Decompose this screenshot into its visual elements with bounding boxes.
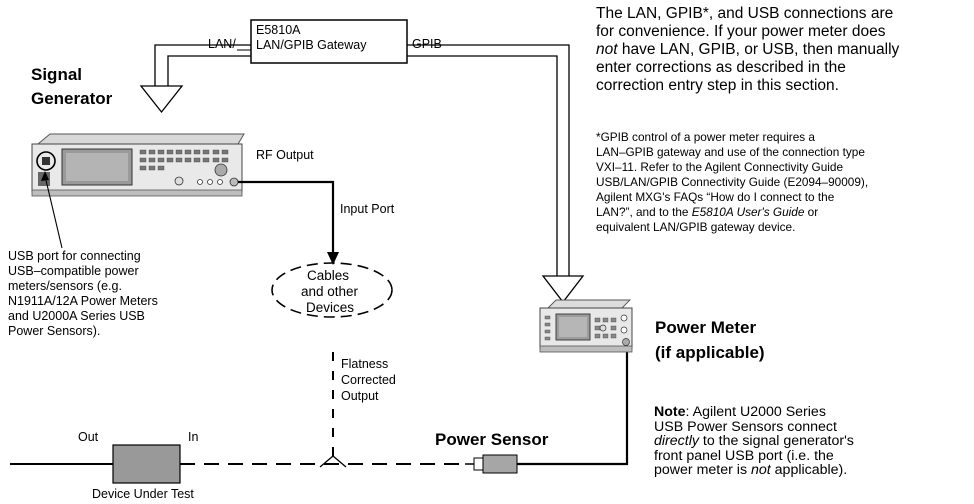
gpib-arrowhead [541, 275, 585, 304]
usb-note-line: and U2000A Series USB [8, 309, 145, 323]
signal-generator-instrument [31, 133, 245, 197]
power-sensor-label: Power Sensor [435, 430, 549, 449]
info-paragraph: The LAN, GPIB*, and USB connections are … [596, 5, 900, 94]
usb-port-highlight [36, 151, 56, 171]
lan-label: LAN/ [208, 37, 236, 51]
dut-box [112, 444, 181, 484]
gateway-name: LAN/GPIB Gateway [256, 38, 367, 52]
usb-callout-arrowhead [41, 171, 49, 181]
dut-out-label: Out [78, 430, 99, 444]
usb-note-line: meters/sensors (e.g. [8, 279, 122, 293]
input-port-label: Input Port [340, 202, 395, 216]
signal-generator-title-1: Signal [31, 65, 83, 84]
cables-label-1: Cables [307, 268, 350, 283]
rf-output-label: RF Output [256, 148, 314, 162]
sensor-cable [517, 347, 629, 466]
flatness-label-3: Output [341, 389, 379, 403]
power-meter-instrument [539, 299, 633, 353]
gpib-footnote: *GPIB control of a power meter requires … [596, 130, 869, 234]
rf-output-line [238, 180, 335, 253]
flatness-label-1: Flatness [341, 357, 389, 371]
rf-output-arrowhead [327, 252, 339, 265]
gpib-arrow-outer [407, 44, 570, 276]
usb-note-line: USB port for connecting [8, 249, 141, 263]
gpib-label: GPIB [412, 37, 442, 51]
gateway-model: E5810A [256, 23, 301, 37]
usb-note-line: USB–compatible power [8, 264, 139, 278]
lan-arrowhead [139, 85, 184, 114]
cables-label-3: Devices [306, 300, 355, 315]
usb-sensor-note: Note: Agilent U2000 Series USB Power Sen… [654, 404, 854, 478]
lan-arrow-inner [167, 55, 251, 86]
gateway-box [250, 19, 408, 64]
power-meter-label-2: (if applicable) [655, 343, 765, 362]
signal-generator-title-2: Generator [31, 89, 113, 108]
power-meter-label-1: Power Meter [655, 318, 757, 337]
junction-mark [319, 455, 347, 468]
usb-note-line: Power Sensors). [8, 324, 101, 338]
sensor-connector [473, 457, 484, 471]
usb-callout-line [44, 175, 63, 249]
flatness-label-2: Corrected [341, 373, 396, 387]
power-sensor-body [482, 454, 518, 474]
cables-cloud [271, 262, 393, 318]
lan-arrow-outer [154, 44, 251, 86]
usb-note-line: N1911A/12A Power Meters [8, 294, 158, 308]
dut-label: Device Under Test [92, 487, 194, 501]
cables-label-2: and other [301, 284, 359, 299]
dut-in-label: In [188, 430, 199, 444]
gpib-arrow-inner [407, 55, 558, 276]
